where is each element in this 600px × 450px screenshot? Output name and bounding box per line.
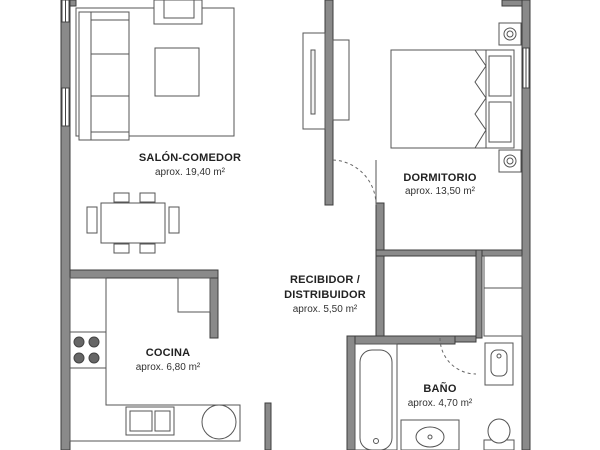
toilet-bowl [487, 418, 511, 444]
sofa-back [78, 11, 92, 141]
wall-bath-right-top [475, 249, 483, 339]
dormitorio-furniture [390, 22, 522, 173]
tall-cabinet [177, 277, 211, 313]
burner-1 [73, 336, 85, 348]
dining-chair-top-1 [113, 192, 130, 203]
top-wall-stub-right [501, 0, 523, 7]
dining-chair-top-2 [139, 192, 156, 203]
wardrobe-right [332, 39, 350, 121]
burner-3 [73, 352, 85, 364]
bed-sheet-fold [474, 49, 487, 149]
wardrobe-left-handle [310, 49, 316, 115]
room-label-recibidor-1: RECIBIDOR / [289, 274, 361, 286]
washing-machine-cabinet [483, 255, 523, 337]
partition-dormitorio-recibidor [375, 202, 385, 337]
bidet-drain [496, 353, 502, 359]
burner-2 [88, 336, 100, 348]
sofa-arm-top [90, 11, 130, 21]
bathroom-furniture [354, 343, 460, 450]
room-label-salon: SALÓN-COMEDOR [138, 152, 242, 164]
pillow-top [488, 55, 512, 97]
room-area-dormitorio: aprox. 13,50 m² [404, 186, 476, 197]
top-wall-stub-left [69, 0, 77, 7]
door-dormitorio-swing [332, 159, 377, 206]
room-label-bano: BAÑO [423, 383, 457, 395]
wall-kitchen-right [209, 277, 219, 339]
room-area-bano: aprox. 4,70 m² [407, 398, 473, 409]
room-label-cocina: COCINA [145, 347, 191, 359]
sink-drainboard [154, 410, 171, 432]
door-bath-swing [439, 337, 477, 375]
sofa-arm-bottom [90, 131, 130, 141]
bidet-bowl [490, 349, 508, 377]
lamp-bottom-inner [506, 157, 514, 165]
cooktop [69, 331, 107, 369]
wall-bath-left [346, 335, 356, 450]
lamp-top-inner [506, 30, 514, 38]
pillow-bottom [488, 101, 512, 143]
washbasin-drain [427, 434, 433, 440]
dining-chair-bottom-1 [113, 243, 130, 254]
room-label-recibidor-2: DISTRIBUIDOR [284, 289, 366, 301]
wardrobes [302, 32, 350, 130]
burner-4 [88, 352, 100, 364]
wall-bath-top [346, 335, 456, 345]
dining-table [100, 202, 166, 244]
room-area-salon: aprox. 19,40 m² [154, 167, 226, 178]
kitchen-furniture [69, 277, 241, 442]
salon-furniture [75, 0, 235, 254]
room-area-cocina: aprox. 6,80 m² [135, 362, 201, 373]
wall-dormitorio-bottom [375, 249, 523, 257]
dining-chair-right [168, 206, 180, 234]
bathtub-drain [373, 438, 379, 444]
washing-machine [201, 404, 237, 440]
coffee-table [154, 47, 200, 97]
wall-kitchen-top [69, 269, 219, 279]
wall-entry-stub [264, 402, 272, 450]
outer-wall-left [60, 0, 71, 450]
dining-chair-left [86, 206, 98, 234]
room-label-dormitorio: DORMITORIO [403, 172, 477, 184]
partition-salon-dormitorio [324, 0, 334, 206]
outer-wall-right [521, 0, 531, 450]
dining-chair-bottom-2 [139, 243, 156, 254]
bath-upper-units [483, 255, 523, 450]
bathtub-inner [359, 349, 393, 450]
wall-bottom-right [454, 335, 477, 343]
sink-bowl [129, 410, 153, 432]
room-area-recibidor: aprox. 5,50 m² [292, 304, 358, 315]
armchair-seat [163, 0, 195, 19]
